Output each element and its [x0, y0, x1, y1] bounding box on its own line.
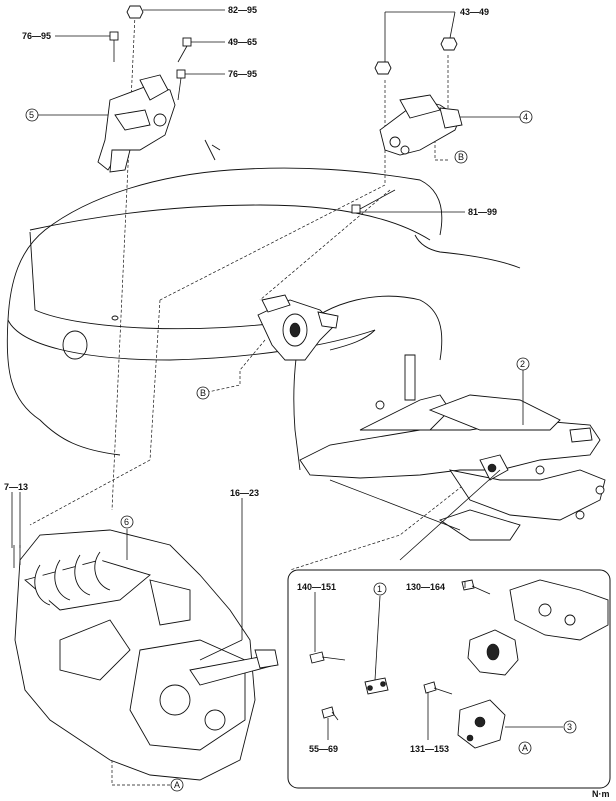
fasteners: [109, 5, 458, 214]
torque-label-group: 82—95 76—95 49—65 76—95 43—49 81—99 7—13…: [4, 5, 497, 754]
callout-1: 1: [377, 584, 382, 594]
torque-label-82-95: 82—95: [228, 5, 257, 15]
torque-label-76-95-left: 76—95: [22, 31, 51, 41]
engine-mount-5[interactable]: [97, 74, 176, 173]
torque-label-43-49: 43—49: [460, 7, 489, 17]
torque-label-140-151: 140—151: [297, 582, 336, 592]
callout-4: 4: [523, 112, 528, 122]
transaxle-mount-center[interactable]: [257, 294, 339, 361]
callout-3: 3: [567, 722, 572, 732]
callout-6: 6: [124, 517, 129, 527]
torque-label-55-69: 55—69: [309, 744, 338, 754]
callout-2: 2: [520, 359, 525, 369]
ref-b-lower: B: [200, 388, 206, 398]
torque-label-49-65: 49—65: [228, 37, 257, 47]
torque-leaders: [11, 9, 563, 740]
ref-a-inset: A: [522, 743, 528, 753]
torque-label-76-95-right: 76—95: [228, 69, 257, 79]
detail-inset: [287, 569, 611, 789]
torque-label-7-13: 7—13: [4, 482, 28, 492]
ref-b-upper: B: [458, 152, 464, 162]
crossmember-2[interactable]: [299, 354, 606, 541]
vehicle-body-outline: [6, 139, 521, 471]
torque-label-81-99: 81—99: [468, 207, 497, 217]
unit-label: N·m: [592, 789, 610, 799]
torque-label-16-23: 16—23: [230, 488, 259, 498]
ref-a-engine: A: [174, 780, 180, 790]
torque-label-131-153: 131—153: [410, 744, 449, 754]
engine-mount-4[interactable]: [379, 94, 463, 156]
callout-group: 5 4 2 6 1 3 B B A A: [25, 108, 577, 792]
engine-assembly-6[interactable]: [13, 529, 279, 781]
callout-5: 5: [29, 110, 34, 120]
torque-label-130-164: 130—164: [406, 582, 445, 592]
